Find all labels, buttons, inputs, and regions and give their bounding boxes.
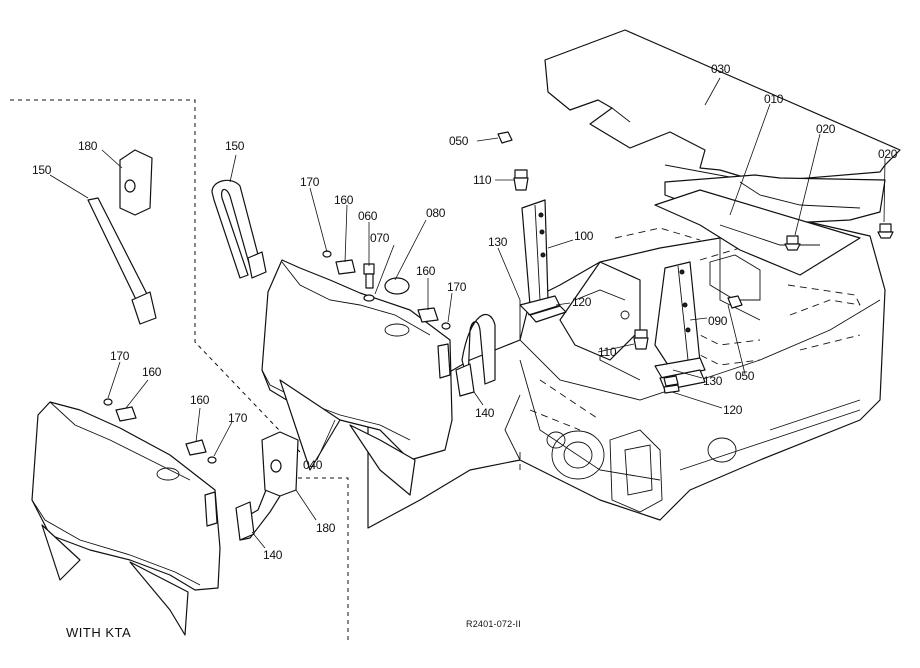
callout-160: 160 [190,393,210,407]
callout-160: 160 [416,264,436,278]
callout-130: 130 [703,374,723,388]
variant-caption: WITH KTA [66,625,131,640]
callout-120: 120 [572,295,592,309]
callout-150: 150 [225,139,245,153]
callout-170: 170 [447,280,467,294]
tractor-body-housing [367,219,886,529]
callout-180: 180 [316,521,336,535]
callout-050: 050 [735,369,755,383]
drawing-reference: R2401-072-II [466,619,521,629]
callout-120: 120 [723,403,743,417]
callout-040: 040 [303,458,323,472]
callout-060: 060 [358,209,378,223]
callout-160: 160 [334,193,354,207]
part-100-bracket [519,199,567,323]
part-110-bolts [513,169,649,350]
callout-180: 180 [78,139,98,153]
part-030-floor-mat [544,29,901,183]
part-090-bracket [654,261,706,391]
part-040-front-weight [261,259,453,496]
callout-020: 020 [878,147,898,161]
part-050-fittings [497,131,743,309]
callout-110: 110 [473,173,492,187]
callout-030: 030 [711,62,731,76]
callout-170: 170 [110,349,130,363]
callout-170: 170 [228,411,248,425]
callout-010: 010 [764,92,784,106]
callout-100: 100 [574,229,594,243]
kta-front-weight [31,401,221,636]
callout-130: 130 [488,235,508,249]
part-020-bolts [784,223,894,251]
callout-140: 140 [475,406,495,420]
callout-160: 160 [142,365,162,379]
callout-020: 020 [816,122,836,136]
callout-050: 050 [449,134,469,148]
callout-110: 110 [598,345,617,359]
callout-labels: 030 010 020 020 050 110 100 130 120 090 … [32,62,898,562]
callout-080: 080 [426,206,446,220]
callout-170: 170 [300,175,320,189]
callout-140: 140 [263,548,283,562]
callout-090: 090 [708,314,728,328]
part-180-mirrors [119,149,299,497]
part-150-handles [87,179,267,325]
callout-150: 150 [32,163,52,177]
part-010-floor-panel [654,174,886,276]
kta-variant-boundary [10,99,349,640]
callout-070: 070 [370,231,390,245]
leader-lines [49,77,886,549]
fasteners [103,250,680,464]
